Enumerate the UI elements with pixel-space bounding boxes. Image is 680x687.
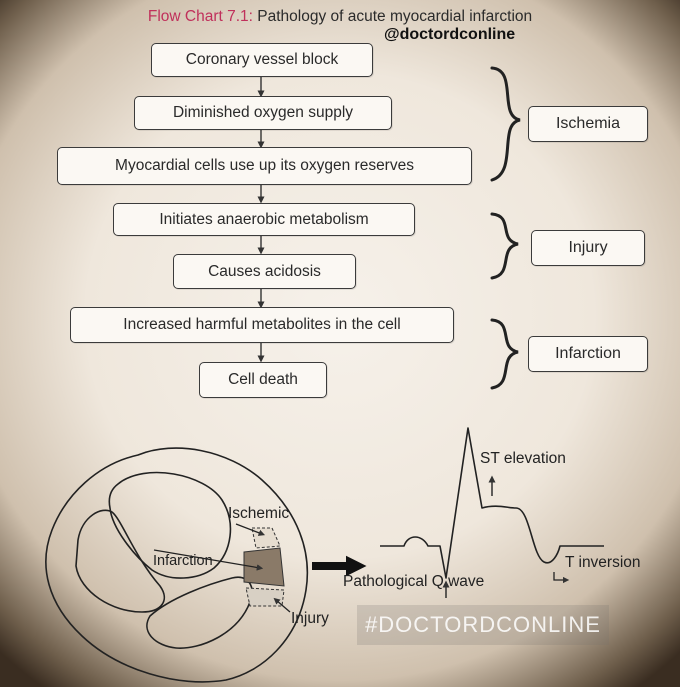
brace-infarction [490,318,519,390]
infarction-zone [243,547,285,587]
brace-ischemia [490,66,521,182]
watermark: #DOCTORDCONLINE [357,605,609,645]
ischemic-zone [251,527,281,549]
label-st-elevation: ST elevation [480,450,566,467]
injury-zone [245,587,285,607]
pointer-ischemic [235,523,266,536]
lesion-zones [243,527,285,607]
brace-injury [490,212,519,280]
pointer-injury [273,597,291,613]
flow-step-1: Coronary vessel block [151,43,373,77]
flow-step-2: Diminished oxygen supply [134,96,392,130]
flow-step-3: Myocardial cells use up its oxygen reser… [57,147,472,185]
flow-step-7: Cell death [199,362,327,398]
group-label-injury: Injury [531,230,645,266]
flow-step-4: Initiates anaerobic metabolism [113,203,415,236]
label-injury: Injury [291,610,329,627]
chart-title: Flow Chart 7.1: Pathology of acute myoca… [0,8,680,26]
pointer-infarction [153,549,264,571]
ecg-waveform [380,427,604,579]
heart-right-chamber [75,509,166,613]
flow-step-5: Causes acidosis [173,254,356,289]
heart-outer-wall [45,447,309,683]
chart-title-text: Pathology of acute myocardial infarction [257,8,533,25]
author-handle: @doctordconline [384,26,516,43]
heart-left-chamber [108,471,232,579]
heart-lower-chamber [146,576,253,649]
label-t-inversion: T inversion [565,554,641,571]
flow-step-6: Increased harmful metabolites in the cel… [70,307,454,343]
label-q-wave: Pathological Q wave [343,573,485,590]
chart-title-prefix: Flow Chart 7.1: [147,8,253,25]
group-label-ischemia: Ischemia [528,106,648,142]
heart-pointer-lines [153,523,291,613]
group-label-infarction: Infarction [528,336,648,372]
t-inversion-arrow [553,572,570,584]
label-infarction: Infarction [153,553,213,569]
group-braces [490,66,521,390]
label-ischemic: Ischemic [228,505,290,522]
